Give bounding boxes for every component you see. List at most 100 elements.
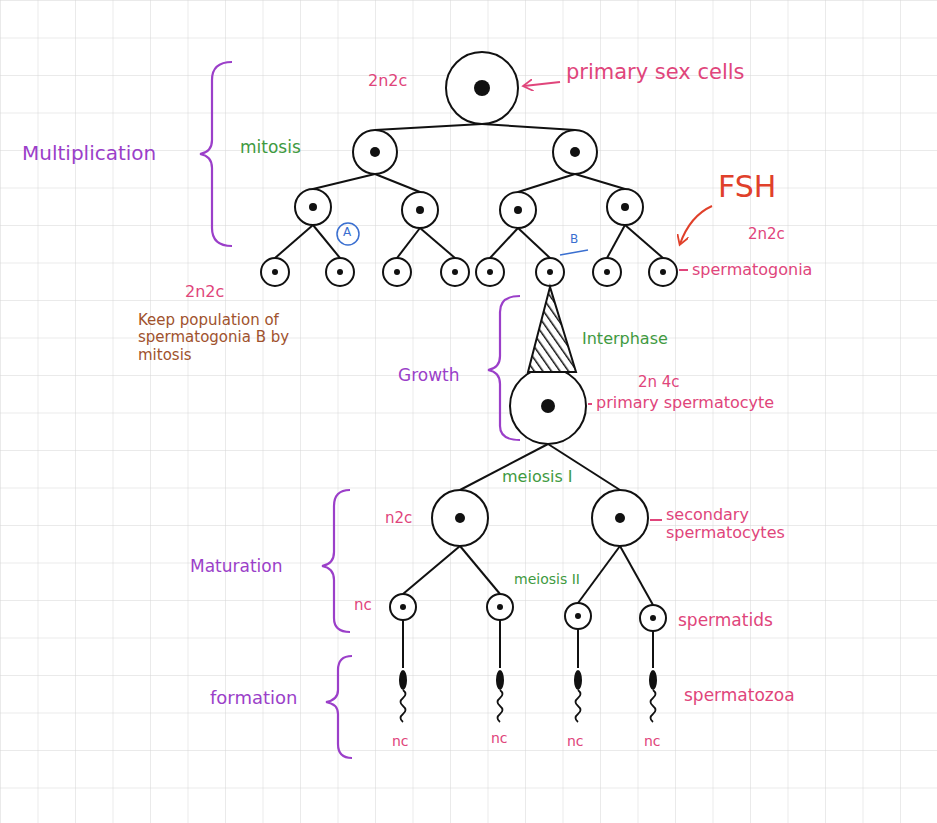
process-name: mitosis bbox=[240, 138, 301, 158]
cell bbox=[649, 258, 677, 286]
callout-letter: B bbox=[570, 233, 578, 247]
division-line bbox=[420, 228, 455, 258]
division-line bbox=[490, 228, 518, 258]
callout-letter: A bbox=[343, 226, 351, 240]
cell bbox=[295, 189, 331, 225]
sperm-tail bbox=[498, 690, 503, 722]
cell-name: spermatids bbox=[678, 611, 773, 631]
nucleus bbox=[474, 80, 490, 96]
division-line bbox=[625, 225, 663, 258]
cell bbox=[441, 258, 469, 286]
connecting-line bbox=[652, 631, 654, 668]
cell bbox=[402, 192, 438, 228]
cell-name: primary spermatocyte bbox=[596, 394, 774, 412]
process-name: meiosis II bbox=[514, 571, 580, 587]
nucleus bbox=[309, 203, 317, 211]
cell bbox=[390, 594, 416, 620]
nucleus bbox=[514, 206, 522, 214]
process-name: meiosis I bbox=[502, 468, 573, 486]
cell-name: spermatogonia bbox=[692, 261, 812, 279]
connecting-line bbox=[402, 620, 404, 668]
cell bbox=[592, 490, 648, 546]
ploidy-label: 2n2c bbox=[185, 283, 224, 301]
division-line bbox=[375, 174, 420, 192]
sperm-head bbox=[399, 670, 407, 690]
process-name: Interphase bbox=[582, 330, 668, 348]
nucleus bbox=[272, 269, 278, 275]
ploidy-label: nc bbox=[491, 730, 508, 746]
division-line bbox=[578, 546, 620, 603]
note: Keep population of spermatogonia B by mi… bbox=[138, 312, 318, 364]
cell bbox=[446, 52, 518, 124]
ploidy-label: nc bbox=[392, 733, 409, 749]
division-line bbox=[375, 124, 482, 130]
cell bbox=[607, 189, 643, 225]
division-line bbox=[313, 225, 340, 258]
ploidy-label: n2c bbox=[385, 510, 412, 527]
nucleus bbox=[370, 147, 380, 157]
sperm-tail bbox=[651, 690, 656, 722]
division-line bbox=[275, 225, 313, 258]
cell bbox=[593, 258, 621, 286]
nucleus bbox=[337, 269, 343, 275]
nucleus bbox=[416, 206, 424, 214]
ploidy-label: nc bbox=[354, 597, 372, 614]
connecting-line bbox=[499, 620, 501, 668]
nucleus bbox=[452, 269, 458, 275]
cell bbox=[261, 258, 289, 286]
cell bbox=[476, 258, 504, 286]
cell bbox=[326, 258, 354, 286]
stage-name: formation bbox=[210, 688, 297, 709]
ploidy-label: nc bbox=[644, 733, 661, 749]
division-line bbox=[575, 174, 625, 189]
cell bbox=[510, 368, 586, 444]
division-line bbox=[313, 174, 375, 189]
ploidy-label: 2n 4c bbox=[638, 374, 680, 391]
nucleus bbox=[394, 269, 400, 275]
nucleus bbox=[604, 269, 610, 275]
division-line bbox=[620, 546, 653, 605]
nucleus bbox=[660, 269, 666, 275]
cell-name: primary sex cells bbox=[566, 60, 745, 84]
nucleus bbox=[400, 604, 406, 610]
division-line bbox=[518, 174, 575, 192]
cell bbox=[553, 130, 597, 174]
sperm-tail bbox=[401, 690, 406, 722]
division-line bbox=[397, 228, 420, 258]
connecting-line bbox=[577, 629, 579, 668]
cell bbox=[536, 258, 564, 286]
division-line bbox=[518, 228, 550, 258]
ploidy-label: nc bbox=[567, 733, 584, 749]
cell bbox=[500, 192, 536, 228]
nucleus bbox=[455, 513, 465, 523]
hormone-label: FSH bbox=[718, 170, 776, 205]
sperm-tail bbox=[576, 690, 581, 722]
division-line bbox=[607, 225, 625, 258]
nucleus bbox=[615, 513, 625, 523]
nucleus bbox=[487, 269, 493, 275]
sperm-head bbox=[496, 670, 504, 690]
nucleus bbox=[497, 604, 503, 610]
cell-name: spermatozoa bbox=[684, 686, 795, 706]
nucleus bbox=[547, 269, 553, 275]
sperm-head bbox=[649, 670, 657, 690]
nucleus bbox=[575, 613, 581, 619]
stage-name: Maturation bbox=[190, 557, 283, 577]
ploidy-label: 2n2c bbox=[368, 72, 407, 90]
cell-name: secondary spermatocytes bbox=[666, 506, 796, 543]
nucleus bbox=[650, 615, 656, 621]
cell bbox=[353, 130, 397, 174]
nucleus bbox=[621, 203, 629, 211]
division-line bbox=[482, 124, 575, 130]
sperm-head bbox=[574, 670, 582, 690]
stage-name: Growth bbox=[398, 366, 460, 386]
cell bbox=[383, 258, 411, 286]
division-line bbox=[460, 546, 500, 594]
nucleus bbox=[541, 399, 555, 413]
stage-name: Multiplication bbox=[22, 142, 156, 165]
division-line bbox=[403, 546, 460, 594]
cell bbox=[487, 594, 513, 620]
cell bbox=[640, 605, 666, 631]
